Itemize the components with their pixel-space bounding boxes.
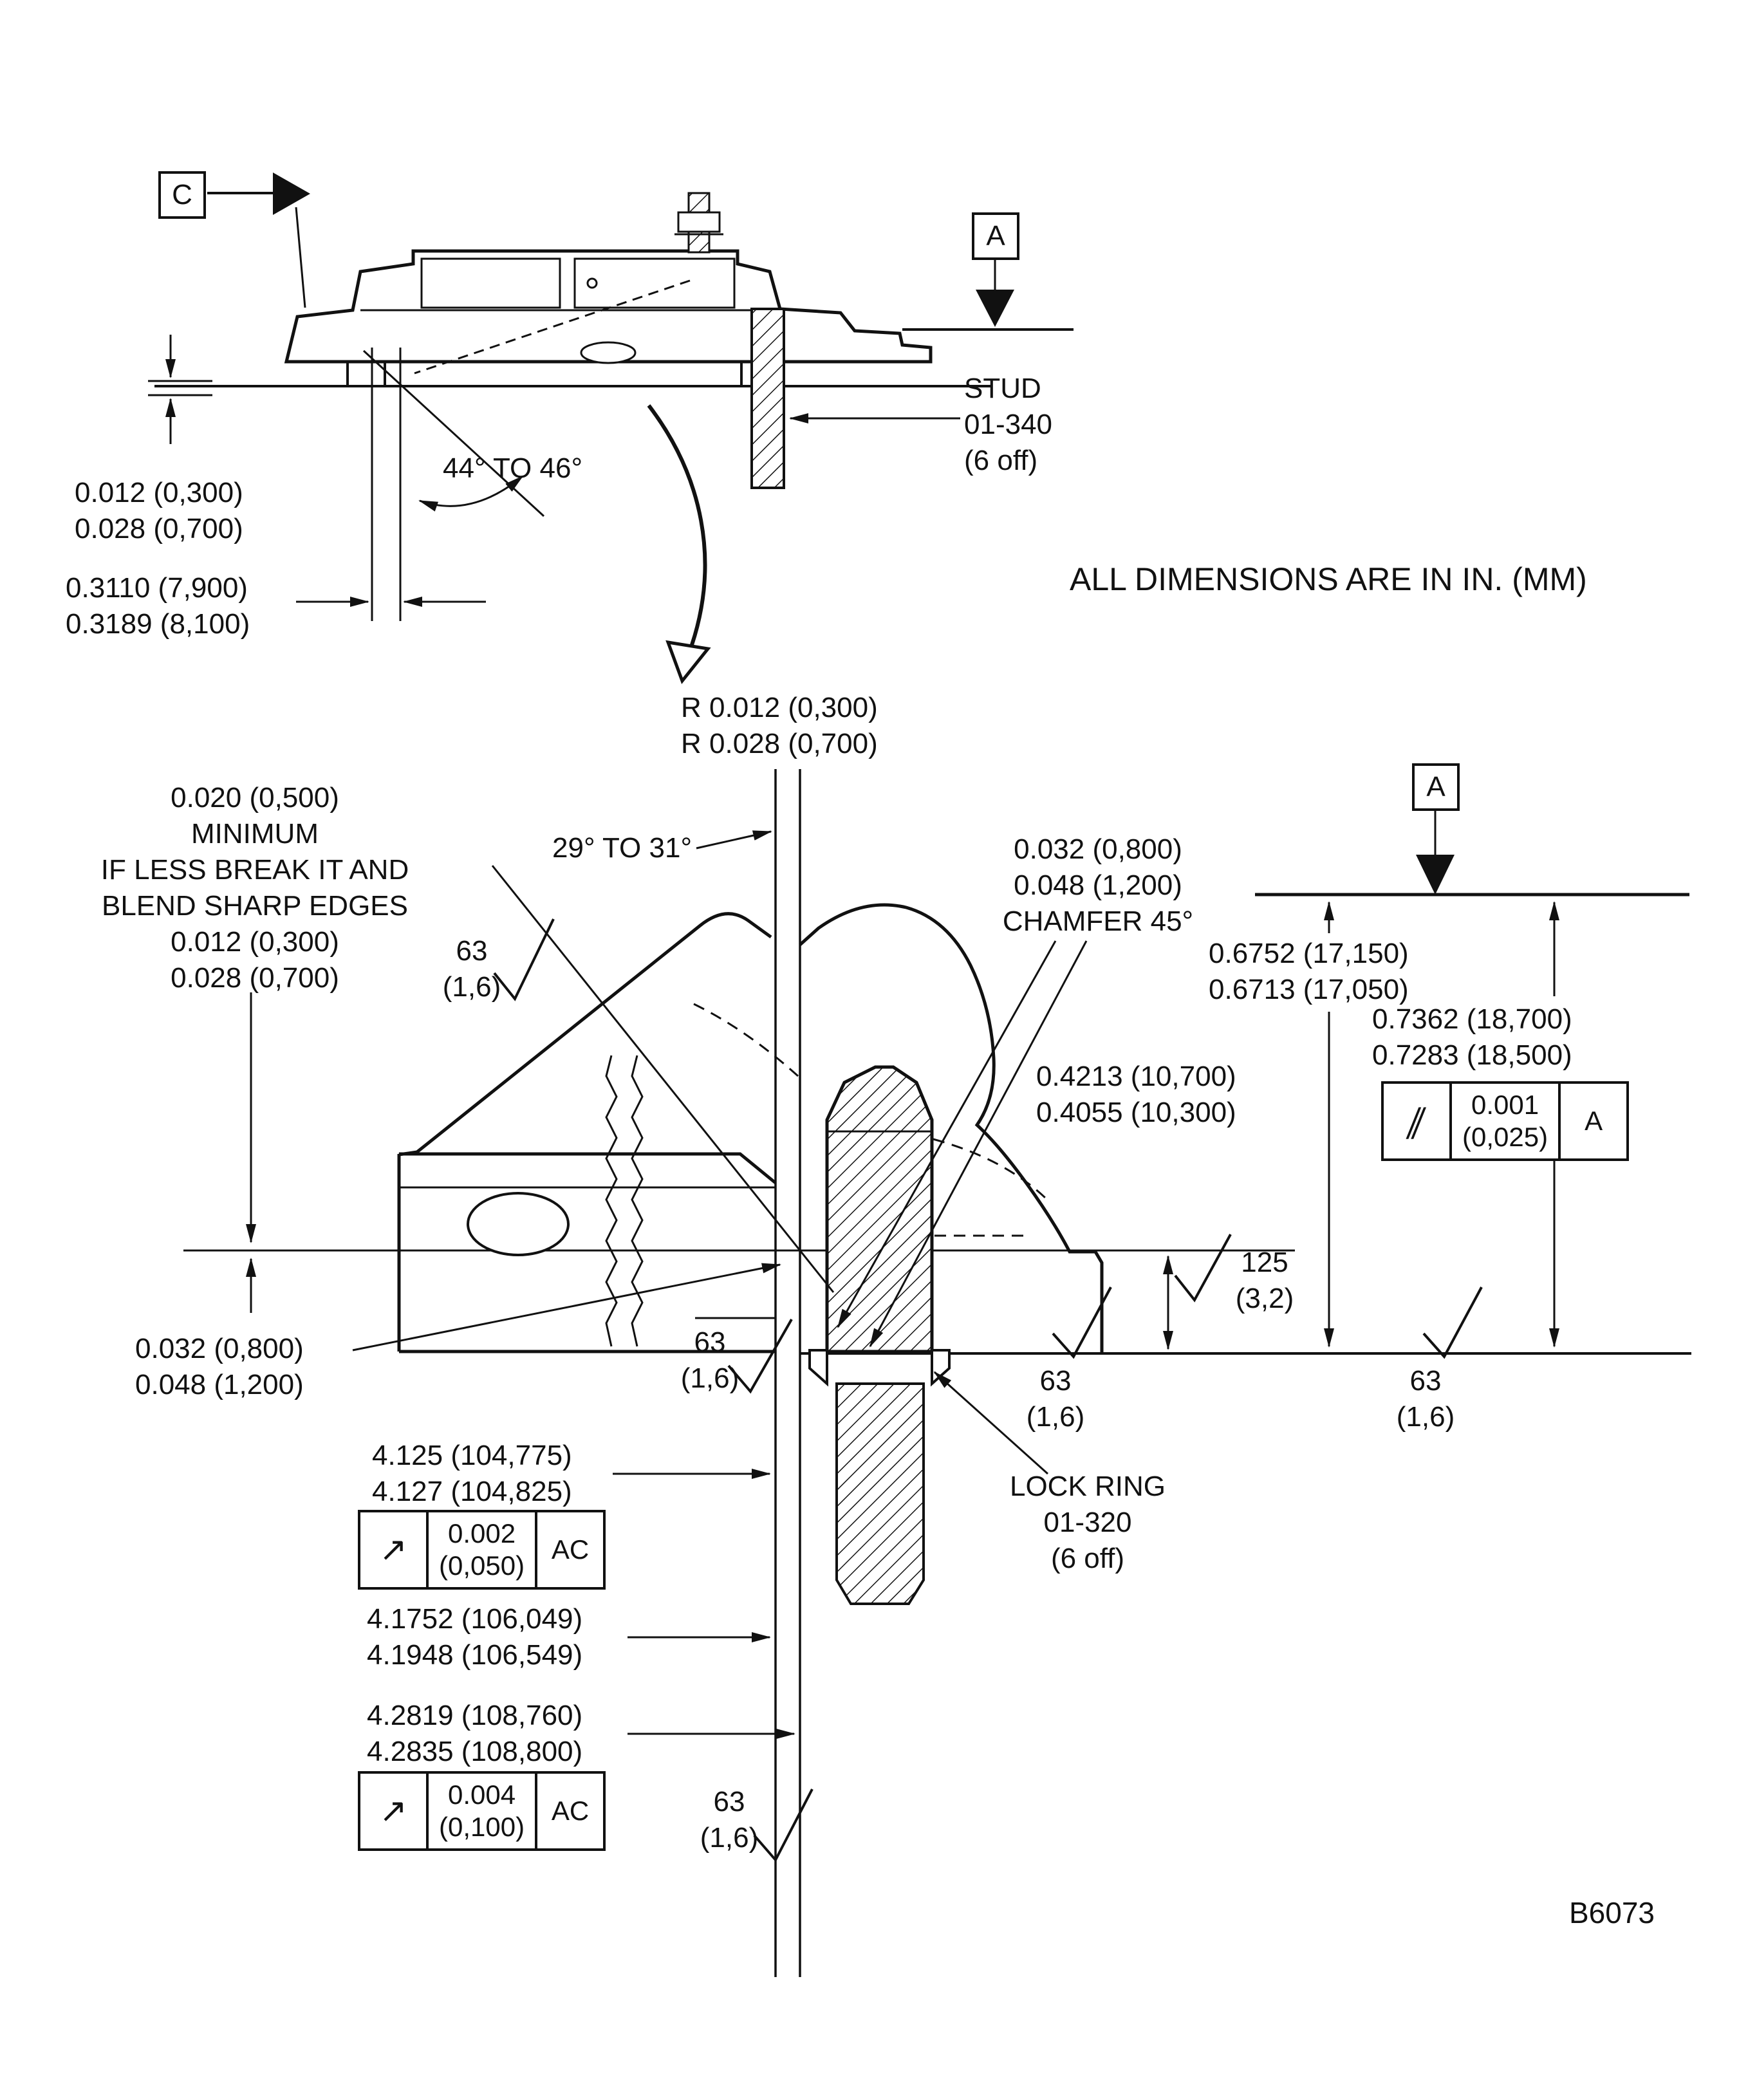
fcf-tolerance: 0.001(0,025) xyxy=(1449,1084,1558,1158)
runout-icon: ↗ xyxy=(379,1792,407,1830)
datum-a-box-top: A xyxy=(972,212,1019,260)
face-tolerance: 0.012 (0,300)0.028 (0,700) xyxy=(75,477,243,544)
fcf-tolerance: 0.004(0,100) xyxy=(426,1774,535,1848)
surface-finish-icon xyxy=(727,1319,793,1394)
top-view xyxy=(148,172,1074,685)
angle-44-label: 44° TO 46° xyxy=(443,452,583,484)
depth-dim-b: 0.7362 (18,700)0.7283 (18,500) xyxy=(1372,1003,1572,1071)
bore-dim-c: 4.2819 (108,760)4.2835 (108,800) xyxy=(367,1700,583,1767)
leader-arrow xyxy=(837,940,1057,1328)
finish-63-bottom: 63(1,6) xyxy=(700,1786,759,1854)
fcf-runout-2: ↗ 0.004(0,100) AC xyxy=(358,1771,606,1851)
leader-arrow xyxy=(933,1371,1049,1475)
surface-finish-icon xyxy=(1422,1287,1483,1359)
leader-arrow xyxy=(869,940,1088,1348)
figure-number: B6073 xyxy=(1569,1896,1655,1929)
datum-c-box: C xyxy=(158,171,206,219)
width-tolerance: 0.3110 (7,900)0.3189 (8,100) xyxy=(66,572,250,640)
stud-section xyxy=(825,1065,934,1353)
detail-callout-arrow xyxy=(647,404,707,646)
bore-dim-b: 4.1752 (106,049)4.1948 (106,549) xyxy=(367,1603,583,1671)
angle-29-label: 29° TO 31° xyxy=(552,832,693,864)
stud-section xyxy=(835,1382,925,1605)
parallelism-icon: ∥ xyxy=(1401,1103,1432,1139)
leader-arrow xyxy=(352,1263,781,1352)
dimensions-note: ALL DIMENSIONS ARE IN IN. (MM) xyxy=(1070,561,1587,597)
fcf-runout-1: ↗ 0.002(0,050) AC xyxy=(358,1510,606,1590)
flange-thickness-dim: 0.4213 (10,700)0.4055 (10,300) xyxy=(1036,1061,1236,1128)
surface-finish-icon xyxy=(1174,1234,1232,1303)
finish-63-upper: 63(1,6) xyxy=(442,935,501,1003)
fcf-datum-ref: AC xyxy=(535,1774,603,1848)
finish-63-mid: 63(1,6) xyxy=(680,1326,739,1394)
surface-finish-icon xyxy=(753,1789,813,1863)
detail-view xyxy=(183,769,1691,1977)
bore-dim-a: 4.125 (104,775)4.127 (104,825) xyxy=(372,1440,572,1507)
datum-triangle-icon xyxy=(1416,855,1455,895)
finish-63-far-right: 63(1,6) xyxy=(1396,1365,1455,1433)
surface-finish-icon xyxy=(493,918,555,1001)
stud-section xyxy=(750,308,785,489)
lock-ring-section xyxy=(808,1349,828,1387)
datum-triangle-icon xyxy=(273,172,310,215)
runout-icon: ↗ xyxy=(379,1531,407,1568)
groove-dim: 0.032 (0,800)0.048 (1,200) xyxy=(135,1333,304,1400)
finish-125: 125(3,2) xyxy=(1235,1247,1294,1314)
fcf-tolerance: 0.002(0,050) xyxy=(426,1512,535,1587)
datum-triangle-icon xyxy=(976,290,1014,327)
fcf-parallelism: ∥ 0.001(0,025) A xyxy=(1381,1081,1630,1161)
datum-a-box-detail: A xyxy=(1412,763,1460,811)
depth-dim-a: 0.6752 (17,150)0.6713 (17,050) xyxy=(1209,938,1409,1005)
chamfer-callout: 0.032 (0,800)0.048 (1,200)CHAMFER 45° xyxy=(1002,833,1194,937)
finish-63-right: 63(1,6) xyxy=(1026,1365,1085,1433)
surface-finish-icon xyxy=(1052,1287,1112,1359)
fcf-datum-ref: A xyxy=(1558,1084,1626,1158)
leader-arrow xyxy=(696,830,772,850)
fcf-datum-ref: AC xyxy=(535,1512,603,1587)
radius-callout: R 0.012 (0,300)R 0.028 (0,700) xyxy=(681,692,878,759)
